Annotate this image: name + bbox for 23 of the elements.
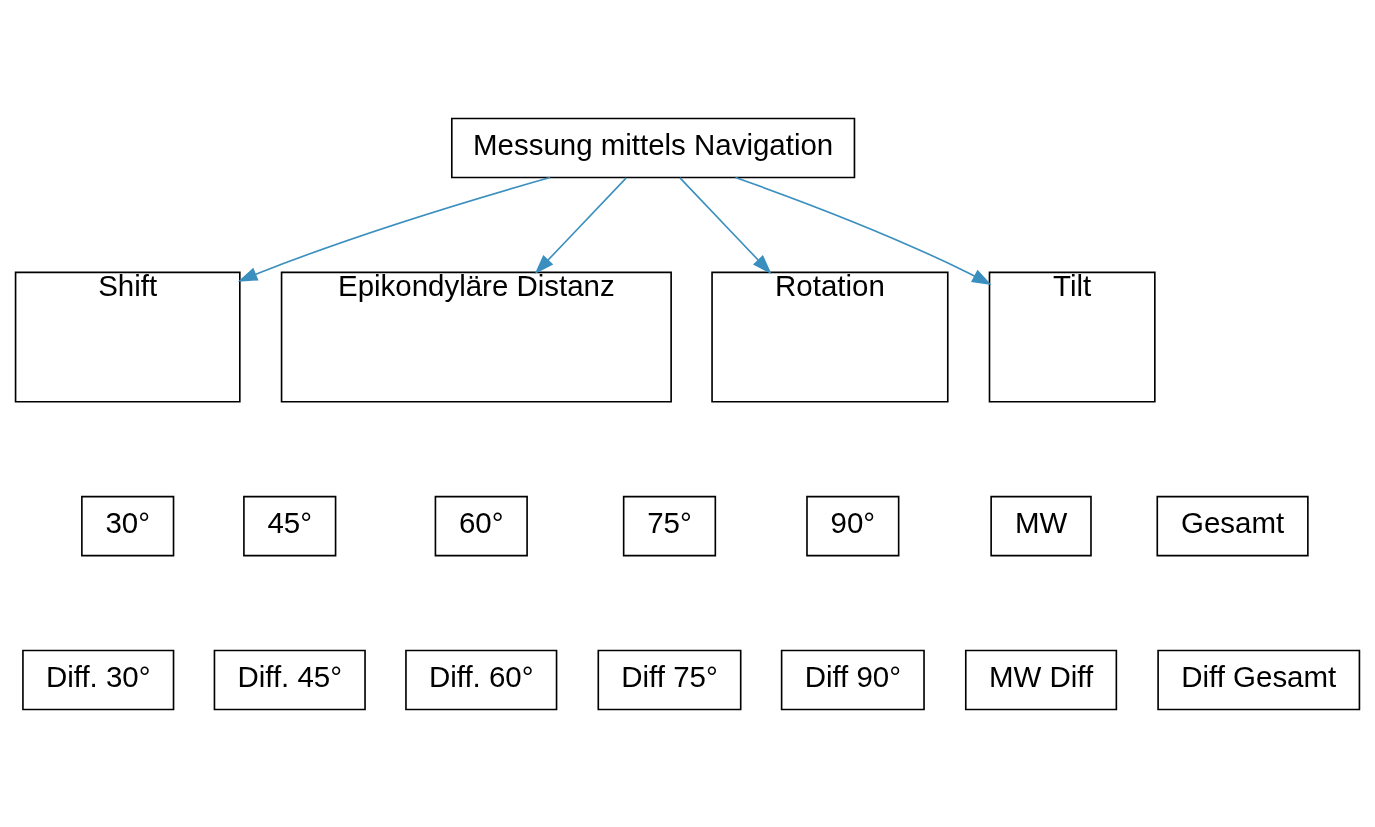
node-box: Epikondyläre Distanz <box>280 271 672 403</box>
node-box: Shift <box>14 271 241 403</box>
node-box: 30° <box>81 495 175 556</box>
node-box: Messung mittels Navigation <box>450 117 856 178</box>
node-box: 60° <box>434 495 528 556</box>
node-box: 90° <box>806 495 900 556</box>
node-box: Tilt <box>988 271 1156 403</box>
node-box: MW Diff <box>964 649 1118 710</box>
node-box: Gesamt <box>1156 495 1309 556</box>
node-box: Diff. 30° <box>22 649 175 710</box>
arrow <box>679 176 772 274</box>
node-box: 45° <box>243 495 337 556</box>
node-box: Diff. 45° <box>213 649 366 710</box>
arrow <box>734 176 992 285</box>
node-box: Diff Gesamt <box>1157 649 1361 710</box>
arrow <box>534 176 628 274</box>
node-box: MW <box>990 495 1092 556</box>
node-box: Diff 75° <box>597 649 742 710</box>
node-box: Rotation <box>711 271 949 403</box>
node-box: Diff 90° <box>780 649 925 710</box>
node-box: 75° <box>622 495 717 556</box>
node-box: Diff. 60° <box>405 649 558 710</box>
arrow <box>237 176 551 282</box>
